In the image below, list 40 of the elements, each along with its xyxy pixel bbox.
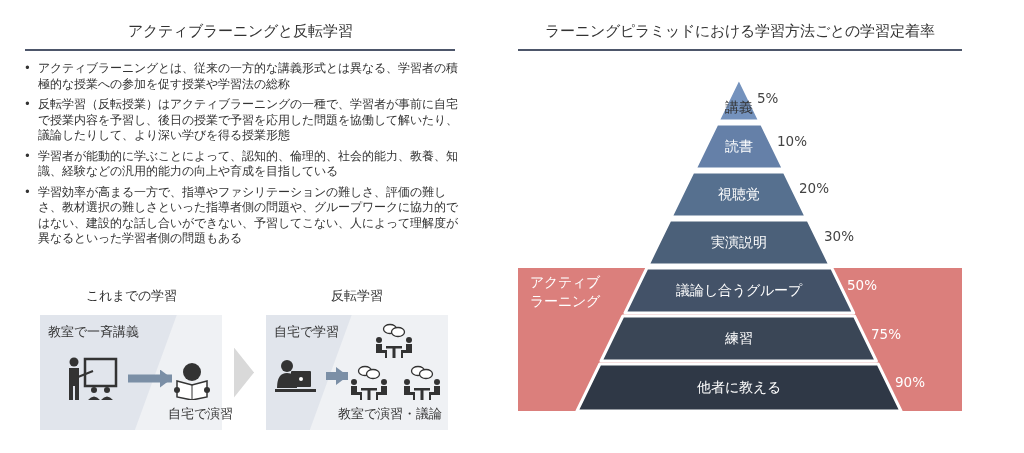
- bullet-text: 反転学習（反転授業）はアクティブラーニングの一種で、学習者が事前に自宅で授業内容を予習し、後日の授業で予習を応用した問題を協働して解いたり、議論したりして、より深い学びを得る授業形態: [38, 97, 459, 144]
- percentage-label: 5%: [757, 90, 779, 106]
- percentage-label: 75%: [871, 326, 901, 342]
- level-label: 他者に教える: [697, 378, 781, 397]
- reading-person-icon: [174, 362, 210, 400]
- bullet-marker: •: [24, 97, 31, 113]
- level-label: 実演説明: [711, 233, 767, 252]
- percentage-label: 10%: [777, 133, 807, 149]
- percentage-label: 50%: [847, 277, 877, 293]
- panel-caption: 自宅で演習: [168, 406, 233, 423]
- level-label: 視聴覚: [718, 185, 760, 204]
- level-label: 練習: [725, 329, 753, 348]
- bullet-marker: •: [24, 61, 31, 77]
- percentage-label: 30%: [824, 228, 854, 244]
- chevron-arrow: [233, 347, 255, 398]
- bullet-text: 学習効率が高まる一方で、指導やファシリテーションの難しさ、評価の難しさ、教材選択の難しさといった指導者側の問題や、グループワークに協力的ではない、建設的な話し合いができない、予習してこない、人によって理解度が異なるといった学習者側の問題もある: [38, 184, 459, 247]
- meeting-table-icon: [403, 365, 441, 400]
- band-label: アクティブラーニング: [530, 273, 601, 311]
- meeting-table-icon: [350, 365, 388, 400]
- meeting-table-icon: [375, 323, 413, 358]
- level-label: 講義: [725, 98, 753, 117]
- bullet-marker: •: [24, 184, 31, 200]
- level-label: 議論し合うグループ: [676, 281, 802, 300]
- panel-heading: これまでの学習: [84, 288, 178, 305]
- panel-caption: 教室で一斉講義: [48, 324, 139, 341]
- level-label: 読書: [725, 137, 753, 156]
- laptop-user-icon: [275, 358, 316, 394]
- percentage-label: 90%: [895, 374, 925, 390]
- bullet-text: アクティブラーニングとは、従来の一方的な講義形式とは異なる、学習者の積極的な授業への参加を促す授業や学習法の総称: [38, 61, 459, 92]
- panel-heading: 反転学習: [330, 288, 384, 305]
- percentage-label: 20%: [799, 180, 829, 196]
- panel-caption: 教室で演習・議論: [338, 406, 442, 423]
- teacher-icon: [66, 357, 118, 400]
- section-heading: アクティブラーニングと反転学習: [126, 22, 354, 41]
- panel-caption: 自宅で学習: [274, 324, 339, 341]
- highlight-band: [518, 268, 962, 411]
- bullet-marker: •: [24, 148, 31, 164]
- pyramid-level: [718, 78, 760, 121]
- section-heading: ラーニングピラミッドにおける学習方法ごとの学習定着率: [544, 22, 936, 41]
- bullet-text: 学習者が能動的に学ぶことによって、認知的、倫理的、社会的能力、教養、知識、経験などの汎用的能力の向上や育成を目指している: [38, 148, 459, 180]
